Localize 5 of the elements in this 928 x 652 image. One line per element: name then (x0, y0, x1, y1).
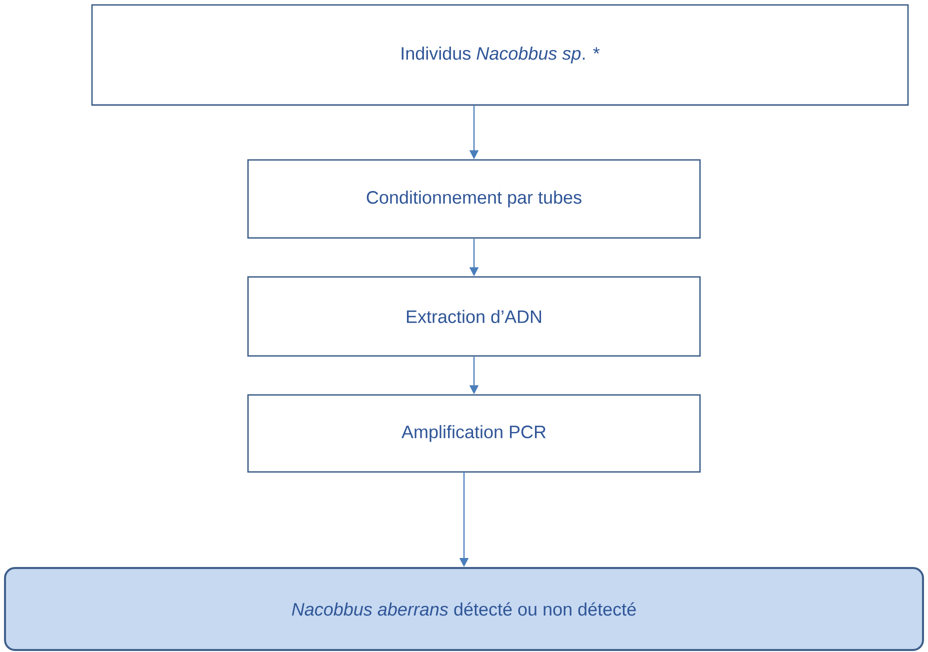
process-box: Amplification PCR (247, 394, 701, 473)
process-box: Individus Nacobbus sp. * (91, 4, 909, 106)
process-box: Conditionnement par tubes (247, 159, 701, 239)
result-box: Nacobbus aberrans détecté ou non détecté (4, 566, 924, 651)
process-box: Extraction d’ADN (247, 276, 701, 357)
